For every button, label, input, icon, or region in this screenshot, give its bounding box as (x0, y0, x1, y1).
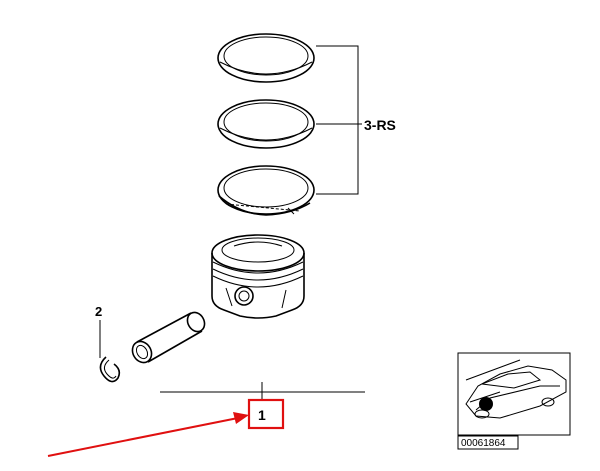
callout-3-rs[interactable]: 3-RS (364, 117, 396, 133)
piston-ring-top[interactable] (217, 33, 315, 83)
piston-ring-middle[interactable] (217, 99, 315, 149)
vehicle-thumbnail[interactable]: 00061864 (457, 352, 571, 450)
callout-2[interactable]: 2 (95, 304, 102, 319)
piston-ring-oil[interactable] (217, 165, 315, 216)
rings-leader-bracket (316, 45, 362, 195)
callout-1-highlight-box (247, 398, 285, 430)
engine-location-marker (479, 397, 493, 411)
thumbnail-image-number: 00061864 (461, 438, 506, 449)
piston-pin[interactable] (129, 309, 208, 366)
piston-rings-group (217, 33, 362, 216)
piston-pin-circlip[interactable] (99, 320, 121, 383)
piston[interactable] (211, 234, 305, 319)
car-outline-icon (465, 359, 567, 419)
callout-1[interactable]: 1 (258, 407, 266, 423)
highlight-arrow (47, 412, 249, 457)
